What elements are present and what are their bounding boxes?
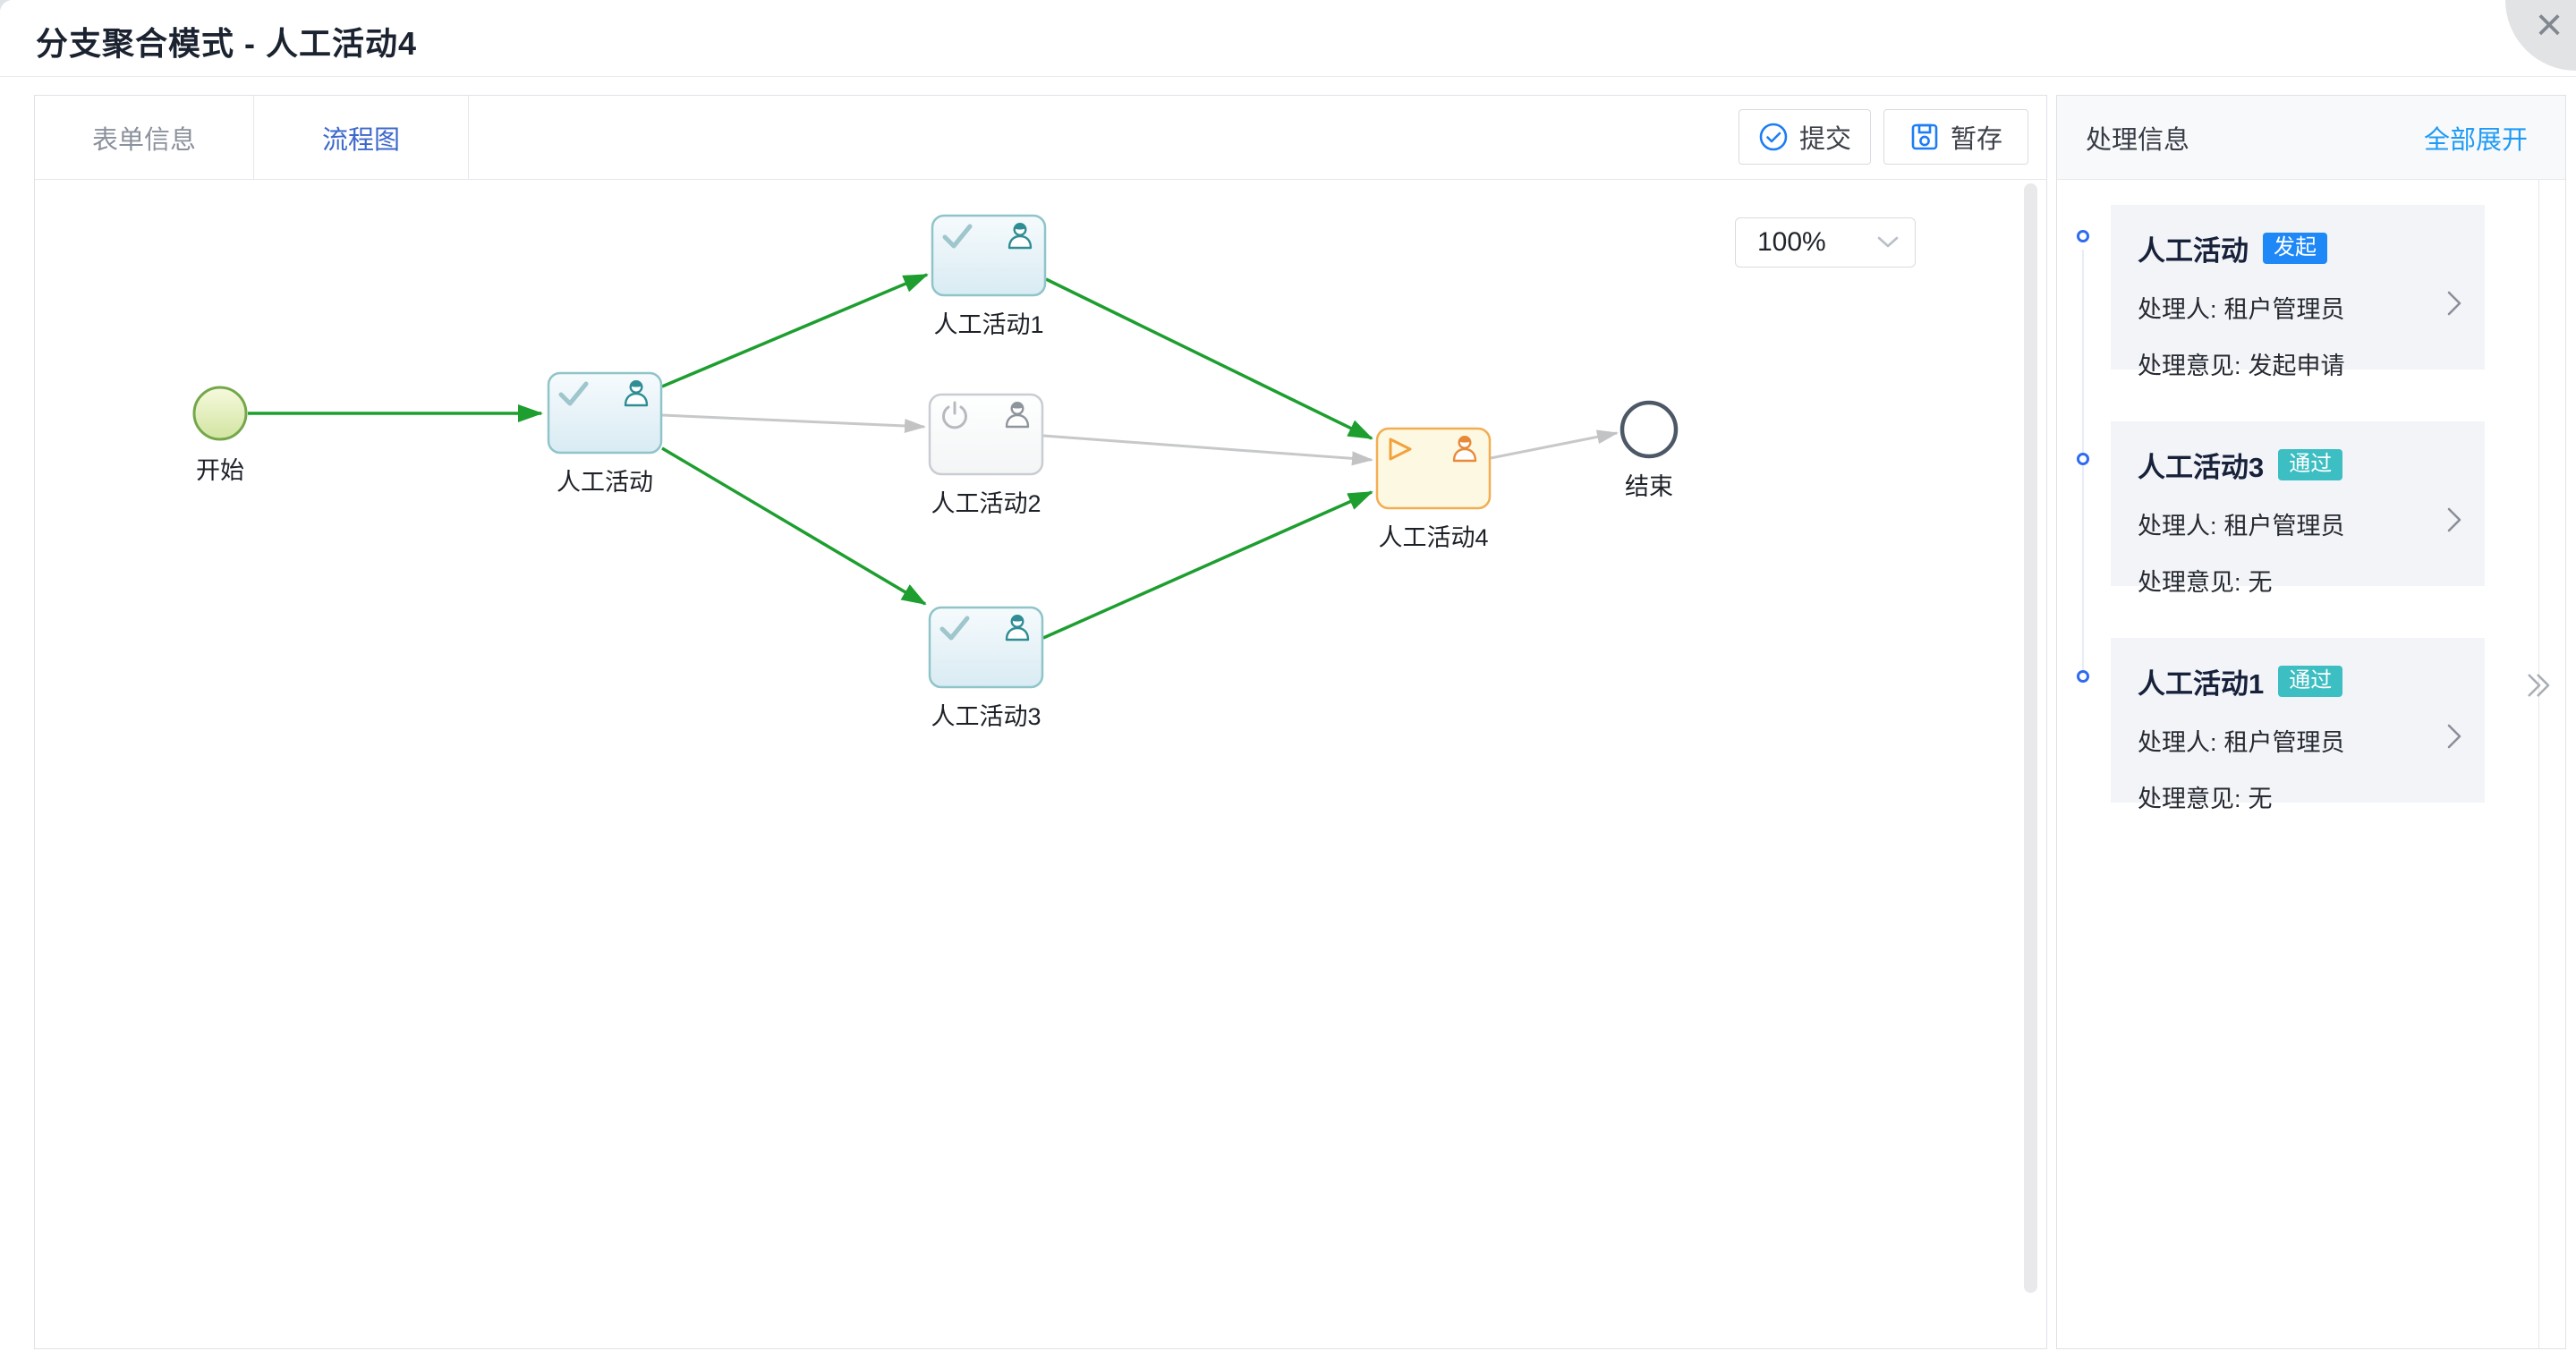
status-badge: 发起 — [2263, 232, 2327, 265]
page-title: 分支聚合模式 - 人工活动4 — [36, 25, 418, 62]
panel-rail-divider — [2538, 180, 2539, 1348]
flow-edge — [1042, 490, 1373, 640]
handler-row[interactable]: 处理人:租户管理员 — [2138, 290, 2461, 325]
chevron-right-icon[interactable] — [2447, 291, 2461, 316]
flow-node-activity2[interactable]: 人工活动2 — [928, 393, 1044, 517]
node-label: 开始 — [196, 457, 244, 484]
node-label: 人工活动2 — [931, 490, 1041, 517]
node-label: 人工活动1 — [933, 311, 1043, 338]
timeline-dot — [2077, 453, 2089, 465]
flow-edge — [1045, 277, 1373, 440]
process-card: 人工活动1 通过 处理人:租户管理员 处理意见: 无 — [2111, 638, 2485, 812]
submit-label: 提交 — [1798, 125, 1851, 154]
process-card: 人工活动 发起 处理人:租户管理员 处理意见: 发起申请 — [2111, 205, 2485, 379]
flow-node-activity1[interactable]: 人工活动1 — [931, 214, 1047, 338]
flow-edge — [1490, 429, 1619, 460]
flow-canvas[interactable]: 开始 人工活动 人工活动1 — [35, 180, 2046, 1348]
process-info-panel: 处理信息 全部展开 人工活动 发起 处理人:租户管理员 处理意见:发起申请 — [2056, 95, 2566, 1349]
handler-value: 租户管理员 — [2223, 513, 2345, 540]
node-label: 人工活动 — [557, 469, 653, 496]
status-badge: 通过 — [2278, 448, 2343, 481]
opinion-label: 处理意见: — [2138, 353, 2241, 379]
panel-title: 处理信息 — [2086, 125, 2190, 155]
status-badge: 通过 — [2278, 665, 2343, 698]
vertical-scrollbar[interactable] — [2024, 183, 2037, 1293]
opinion-row: 处理意见: 发起申请 — [2138, 346, 2458, 381]
timeline-dot — [2077, 230, 2089, 242]
opinion-value: 无 — [2248, 569, 2273, 596]
flow-edge — [661, 446, 927, 606]
chevron-right-icon[interactable] — [2447, 724, 2461, 749]
flow-edge — [661, 273, 929, 388]
close-icon: × — [2535, 0, 2563, 51]
circle-check-icon — [1759, 123, 1788, 151]
flow-node-activity4[interactable]: 人工活动4 — [1375, 427, 1492, 551]
zoom-value: 100% — [1757, 227, 1826, 257]
handler-value: 租户管理员 — [2223, 729, 2345, 756]
draft-button[interactable]: 暂存 — [1883, 109, 2028, 165]
opinion-row: 处理意见: 无 — [2138, 779, 2458, 814]
node-label: 人工活动4 — [1378, 524, 1488, 551]
panel-header: 处理信息 全部展开 — [2057, 96, 2565, 180]
submit-button[interactable]: 提交 — [1739, 109, 1871, 165]
collapse-panel-button[interactable] — [2526, 672, 2553, 699]
handler-value: 租户管理员 — [2223, 296, 2345, 323]
draft-label: 暂存 — [1950, 125, 2002, 154]
double-chevron-right-icon — [2528, 674, 2550, 697]
tabs-row: 表单信息 流程图 提交 暂存 — [35, 96, 2046, 180]
opinion-value: 发起申请 — [2248, 353, 2345, 379]
handler-row[interactable]: 处理人:租户管理员 — [2138, 506, 2461, 541]
flow-diagram: 开始 人工活动 人工活动1 — [192, 214, 1679, 730]
flow-edge — [1042, 434, 1373, 466]
flow-node-activity[interactable]: 人工活动 — [547, 371, 663, 496]
flow-node-activity3[interactable]: 人工活动3 — [928, 606, 1044, 730]
tab-form-info[interactable]: 表单信息 — [35, 96, 254, 179]
tab-flow-chart[interactable]: 流程图 — [254, 96, 469, 179]
header: 分支聚合模式 - 人工活动4 — [0, 0, 2576, 77]
expand-all-link[interactable]: 全部展开 — [2423, 125, 2528, 155]
flow-node-start[interactable]: 开始 — [192, 386, 248, 484]
flow-edges — [248, 273, 1619, 640]
handler-label: 处理人: — [2138, 296, 2217, 323]
node-label: 结束 — [1625, 473, 1673, 500]
flow-edge — [661, 413, 926, 434]
opinion-value: 无 — [2248, 786, 2273, 812]
chevron-right-icon[interactable] — [2447, 507, 2461, 532]
zoom-select[interactable]: 100% — [1735, 217, 1916, 268]
handler-row[interactable]: 处理人:租户管理员 — [2138, 723, 2461, 758]
save-icon — [1911, 123, 1938, 150]
card-title: 人工活动 — [2138, 235, 2249, 267]
handler-label: 处理人: — [2138, 729, 2217, 756]
card-title: 人工活动3 — [2138, 452, 2265, 483]
flow-node-end[interactable]: 结束 — [1620, 400, 1679, 500]
opinion-label: 处理意见: — [2138, 569, 2241, 596]
opinion-label: 处理意见: — [2138, 786, 2241, 812]
main-card: 表单信息 流程图 提交 暂存 — [34, 95, 2047, 1349]
opinion-row: 处理意见: 无 — [2138, 563, 2458, 598]
card-title: 人工活动1 — [2138, 668, 2265, 700]
process-card: 人工活动3 通过 处理人:租户管理员 处理意见: 无 — [2111, 421, 2485, 596]
node-label: 人工活动3 — [931, 703, 1041, 730]
timeline-dot — [2077, 670, 2089, 683]
chevron-down-icon — [1877, 236, 1899, 248]
handler-label: 处理人: — [2138, 513, 2217, 540]
